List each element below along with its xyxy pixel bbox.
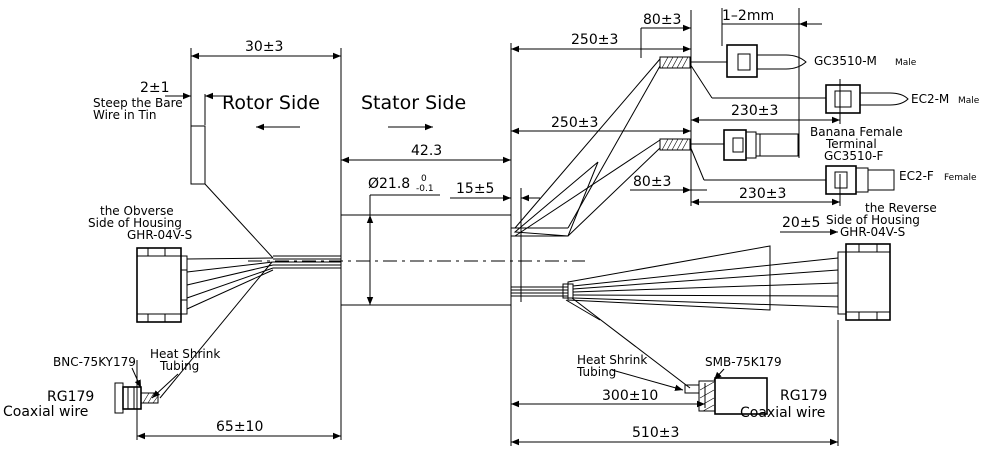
reverse-label-3: GHR-04V-S [840, 225, 905, 239]
left-coax-cable [159, 261, 273, 399]
obverse-label-3: GHR-04V-S [127, 228, 192, 242]
dim-tol-upper: 0 [421, 174, 427, 184]
dimension-15: 15±5 [450, 181, 540, 302]
ec2-female-suffix: Female [944, 173, 977, 183]
banana-label-1: Banana Female [810, 125, 903, 139]
dim-label-250-top: 250±3 [571, 32, 618, 48]
dim-label-20: 20±5 [782, 215, 820, 231]
dimension-80-top: 80±3 [640, 12, 691, 58]
bnc-label: BNC-75KY179 [53, 355, 136, 369]
dimension-65: 65±10 [137, 419, 341, 440]
banana-label-2: Terminal [825, 137, 877, 151]
ec2-female-label: EC2-F [899, 169, 934, 183]
gc-male-label: GC3510-M [814, 54, 877, 68]
rotor-side-title: Rotor Side [222, 92, 320, 114]
dim-label-300: 300±10 [602, 388, 658, 404]
heat-left-label-1: Heat Shrink [150, 347, 220, 361]
dim-label-diameter: Ø21.8 [368, 176, 410, 192]
dimension-42: 42.3 [341, 143, 511, 164]
dim-label-250-mid: 250±3 [551, 115, 598, 131]
gc-female-label: GC3510-F [824, 149, 884, 163]
ec2-male-label: EC2-M [911, 92, 949, 106]
dim-label-510: 510±3 [632, 425, 679, 441]
bnc-connector-left [114, 382, 159, 414]
dimension-30: 30±3 [191, 39, 341, 60]
dimension-300: 300±10 [511, 388, 705, 408]
reverse-housing-connector [837, 243, 891, 321]
dim-label-230-bottom: 230±3 [739, 186, 786, 202]
dim-label-15: 15±5 [456, 181, 494, 197]
left-cable-bundle [273, 255, 341, 269]
dim-label-80-top: 80±3 [643, 12, 681, 28]
heat-left-leader [151, 373, 179, 399]
rg-left-label: RG179 [47, 389, 94, 405]
stator-side-title: Stator Side [361, 92, 466, 114]
coax-left-label: Coaxial wire [3, 404, 88, 420]
reverse-label-2: Side of Housing [826, 213, 920, 227]
dim-label-42: 42.3 [411, 143, 442, 159]
heat-right-label-1: Heat Shrink [577, 353, 647, 367]
dimension-250-top: 250±3 [511, 32, 691, 53]
ec2-male-suffix: Male [958, 96, 980, 106]
dimension-230-bottom: 230±3 [691, 186, 840, 206]
obverse-label-2: Side of Housing [88, 216, 182, 230]
dim-label-1-2mm: 1–2mm [722, 8, 774, 24]
gc3510-f-connector [723, 129, 799, 161]
gc-male-suffix: Male [895, 58, 917, 68]
right-cable-bundle [511, 227, 574, 299]
heat-left-label-2: Tubing [159, 359, 199, 373]
dimension-510: 510±3 [511, 425, 838, 446]
obverse-label-1: the Obverse [100, 204, 174, 218]
heat-right-label-2: Tubing [576, 365, 616, 379]
right-fanout-wires [567, 245, 839, 311]
dim-label-30: 30±3 [245, 39, 283, 55]
ec2-f-connector [825, 165, 895, 195]
dimension-230-top: 230±3 [691, 103, 840, 124]
rg-right-label: RG179 [780, 388, 827, 404]
right-coax-cable [571, 297, 691, 389]
smb-connector-right [684, 377, 768, 415]
left-tinned-wire [190, 125, 274, 259]
dimension-250-mid: 250±3 [511, 115, 691, 135]
dimension-1-2mm: 1–2mm [722, 8, 822, 28]
dimension-20: 20±5 [780, 215, 838, 236]
tin-label-2: Wire in Tin [93, 108, 156, 122]
gc3510-m-connector [726, 44, 807, 78]
dimension-2: 2±1 [140, 80, 232, 100]
reverse-label-1: the Reverse [865, 201, 937, 215]
upper-cable-bottom [513, 138, 826, 237]
dim-tol-lower: -0.1 [416, 184, 434, 194]
smb-label: SMB-75K179 [705, 355, 782, 369]
dimension-diameter: Ø21.8 0 -0.1 [366, 174, 440, 305]
dim-label-65: 65±10 [216, 419, 263, 435]
obverse-housing-connector [136, 247, 188, 323]
coax-right-label: Coaxial wire [740, 405, 825, 421]
bnc-leader [131, 367, 142, 389]
upper-cable-top [514, 56, 826, 229]
dim-label-80-mid: 80±3 [633, 174, 671, 190]
dim-label-2: 2±1 [140, 80, 170, 96]
right-coax-cable-2 [565, 299, 601, 321]
ec2-m-connector [825, 84, 909, 114]
heat-right-leader [611, 369, 684, 391]
dimension-80-mid: 80±3 [630, 174, 707, 194]
tin-label-1: Steep the Bare [93, 96, 183, 110]
dim-label-230-top: 230±3 [731, 103, 778, 119]
left-fanout-wires [186, 257, 274, 310]
